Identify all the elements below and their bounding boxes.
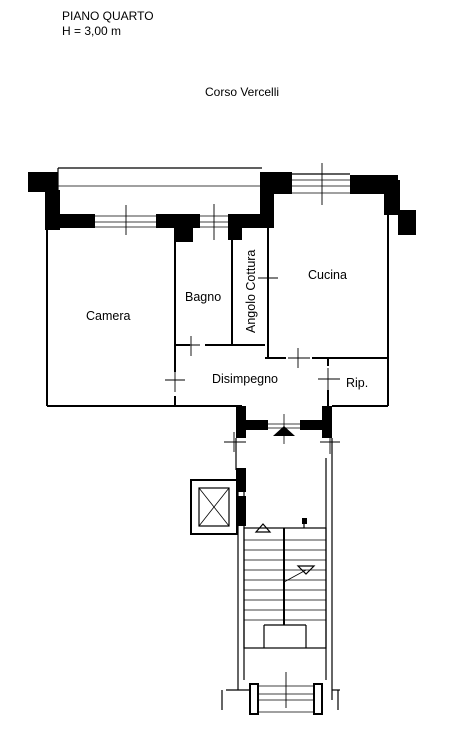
room-label-disimpegno: Disimpegno xyxy=(212,372,278,386)
interior-walls xyxy=(174,228,388,406)
ceiling-height: H = 3,00 m xyxy=(62,24,121,38)
entrance-door-icon xyxy=(268,414,300,444)
room-label-angolo-cottura: Angolo Cottura xyxy=(244,250,258,333)
landing-window xyxy=(221,672,340,715)
room-label-cucina: Cucina xyxy=(308,268,347,282)
exterior-walls xyxy=(45,180,416,438)
windows xyxy=(58,163,350,240)
door-markers xyxy=(165,268,340,454)
elevator-icon xyxy=(190,479,238,535)
room-label-ripostiglio: Rip. xyxy=(346,376,368,390)
room-label-camera: Camera xyxy=(86,309,131,323)
room-label-bagno: Bagno xyxy=(185,290,221,304)
floor-title: PIANO QUARTO xyxy=(62,9,154,23)
stairs xyxy=(243,518,327,649)
street-name: Corso Vercelli xyxy=(205,85,279,99)
